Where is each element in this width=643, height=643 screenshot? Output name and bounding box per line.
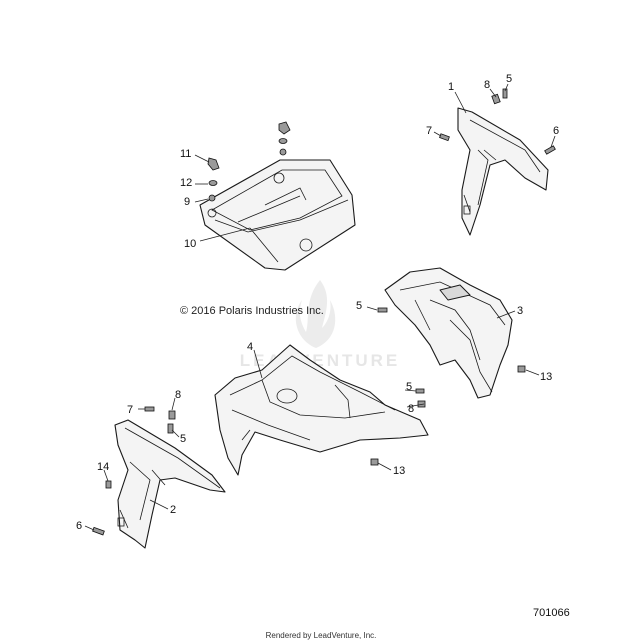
part-2-lower-fender <box>114 419 226 549</box>
part-1-upper-fender <box>457 107 549 236</box>
callout-14: 14 <box>97 461 109 473</box>
callout-5-right: 5 <box>406 381 412 393</box>
clip-8-right-icon <box>417 400 426 408</box>
clip-8-top-icon <box>491 93 501 105</box>
leader-lines <box>84 83 556 531</box>
callout-8-top: 8 <box>484 79 490 91</box>
callout-8-right: 8 <box>408 403 414 415</box>
washer-12-icon <box>208 180 218 186</box>
copyright-text: © 2016 Polaris Industries Inc. <box>180 305 324 317</box>
callout-7-top: 7 <box>426 125 432 137</box>
callout-5-mid: 5 <box>356 300 362 312</box>
nut-top-icon <box>279 148 287 156</box>
callout-4: 4 <box>247 341 253 353</box>
callout-13-right: 13 <box>540 371 552 383</box>
screw-7-top-icon <box>439 133 450 142</box>
clip-top-icon <box>278 121 291 135</box>
callout-9: 9 <box>184 196 190 208</box>
callout-13-lower: 13 <box>393 465 405 477</box>
screw-7-left-icon <box>144 406 155 412</box>
callout-8-left: 8 <box>175 389 181 401</box>
screw-14-icon <box>105 480 112 489</box>
watermark-flame-icon <box>295 280 336 348</box>
screw-5-left-icon <box>167 423 174 434</box>
callout-11: 11 <box>180 148 191 160</box>
part-10-cover-panel <box>199 159 356 271</box>
screw-13-lower-icon <box>370 458 379 466</box>
clip-8-left-icon <box>168 410 176 420</box>
diagram-id: 701066 <box>533 607 570 619</box>
part-3-side-panel <box>384 267 513 399</box>
callouts: 1 8 5 7 6 11 12 9 10 3 5 4 13 5 8 7 8 5 … <box>76 73 559 532</box>
callout-5-top: 5 <box>506 73 512 85</box>
bolt-6-top-icon <box>544 145 556 155</box>
callout-6-top: 6 <box>553 125 559 137</box>
leadventure-watermark: LEADVENTURE <box>240 280 397 370</box>
footer-text: Rendered by LeadVenture, Inc. <box>266 631 377 640</box>
callout-7-left: 7 <box>127 404 133 416</box>
callout-6-bottom: 6 <box>76 520 82 532</box>
callout-1: 1 <box>448 81 454 93</box>
bolt-6-bottom-icon <box>92 526 105 536</box>
screw-5-mid-icon <box>377 307 388 313</box>
screw-5-right-icon <box>415 388 425 394</box>
callout-2: 2 <box>170 504 176 516</box>
screw-13-right-icon <box>517 365 526 373</box>
screw-5-top-icon <box>502 88 508 99</box>
clip-11-icon <box>207 157 220 171</box>
part-4-front-fender <box>214 344 429 476</box>
callout-3: 3 <box>517 305 523 317</box>
callout-5-left: 5 <box>180 433 186 445</box>
nut-9-icon <box>208 194 216 202</box>
callout-10: 10 <box>184 238 196 250</box>
callout-12: 12 <box>180 177 192 189</box>
washer-top-icon <box>278 138 288 144</box>
